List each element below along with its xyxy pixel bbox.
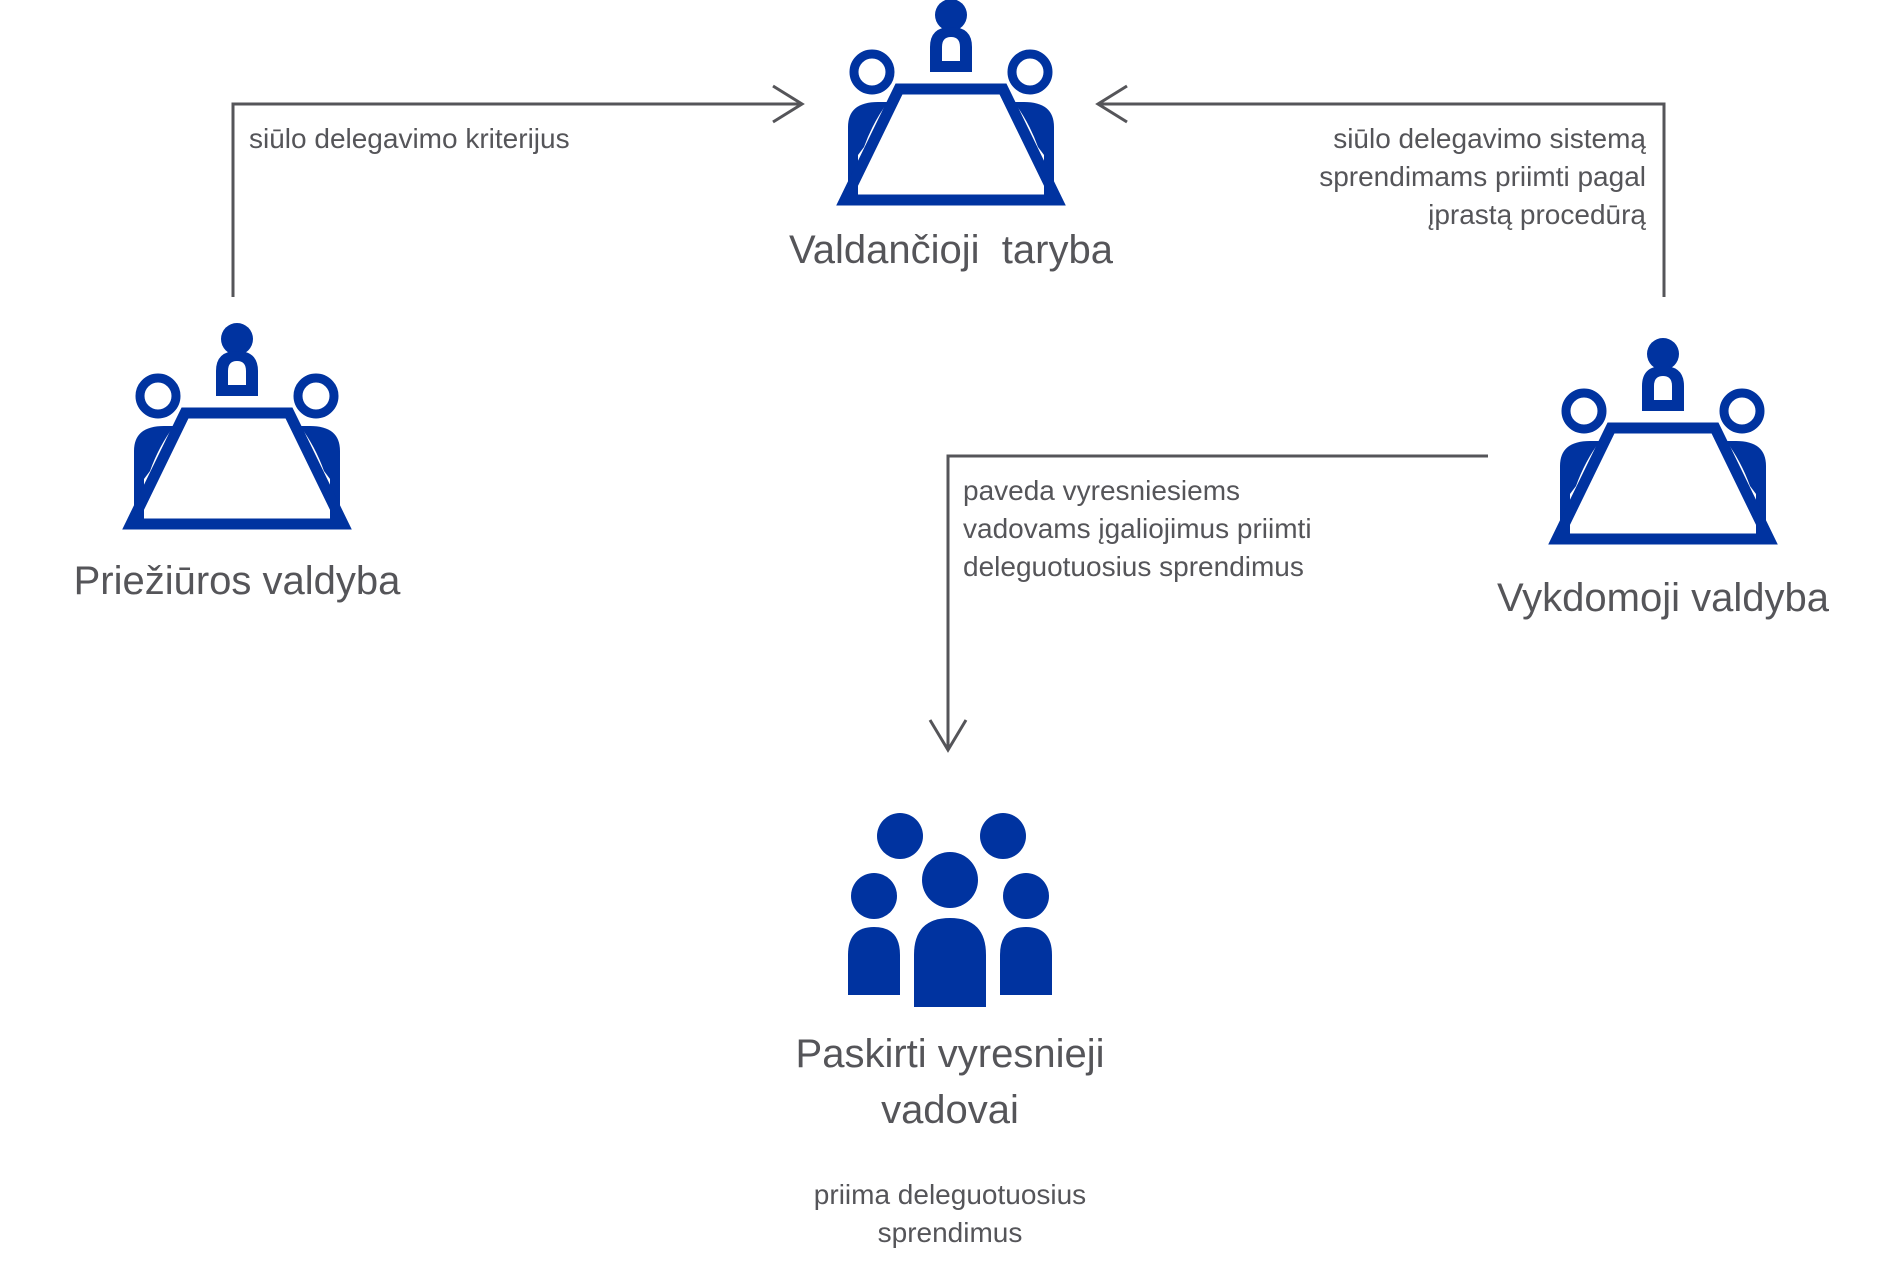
senior-managers-title-line-1: Paskirti vyresnieji	[795, 1032, 1105, 1076]
connector-supervisory-to-council	[231, 102, 800, 297]
arrowhead-left	[1095, 84, 1128, 124]
arrowhead-right	[772, 84, 805, 124]
senior-managers-title: Paskirti vyresnieji vadovai	[750, 1026, 1150, 1138]
edge-label-executive-to-managers: paveda vyresniesiems vadovams įgaliojimu…	[963, 472, 1312, 586]
senior-managers-note-line-1: priima deleguotuosius	[813, 1179, 1087, 1210]
edge-label-supervisory-to-council: siūlo delegavimo kriterijus	[249, 123, 570, 154]
supervisory-board-meeting-table-icon	[131, 323, 343, 526]
supervisory-board-title: Priežiūros valdyba	[73, 559, 401, 603]
edge-label-executive-to-council-line-2: sprendimams priimti pagal	[1319, 161, 1646, 192]
governing-council-title: Valdančioji taryba	[789, 228, 1113, 272]
edge-label-executive-to-managers-line-2: vadovams įgaliojimus priimti	[963, 513, 1312, 544]
governing-council-meeting-table-icon	[845, 0, 1057, 202]
people-group-icon	[848, 813, 1052, 1007]
connector-executive-to-managers	[946, 454, 1488, 748]
connector-executive-to-council	[1098, 102, 1666, 297]
senior-managers-note: priima deleguotuosius sprendimus	[750, 1176, 1150, 1252]
arrowhead-down	[928, 719, 968, 753]
executive-board-meeting-table-icon	[1557, 338, 1769, 541]
senior-managers-title-line-2: vadovai	[881, 1088, 1019, 1132]
edge-label-executive-to-council-line-3: įprastą procedūrą	[1428, 199, 1646, 230]
executive-board-title: Vykdomoji valdyba	[1496, 576, 1829, 620]
edge-label-executive-to-council-line-1: siūlo delegavimo sistemą	[1333, 123, 1646, 154]
senior-managers-note-line-2: sprendimus	[877, 1217, 1023, 1248]
edge-label-executive-to-council: siūlo delegavimo sistemą sprendimams pri…	[1160, 120, 1646, 234]
edge-label-executive-to-managers-line-1: paveda vyresniesiems	[963, 475, 1241, 506]
edge-label-executive-to-managers-line-3: deleguotuosius sprendimus	[963, 551, 1304, 582]
